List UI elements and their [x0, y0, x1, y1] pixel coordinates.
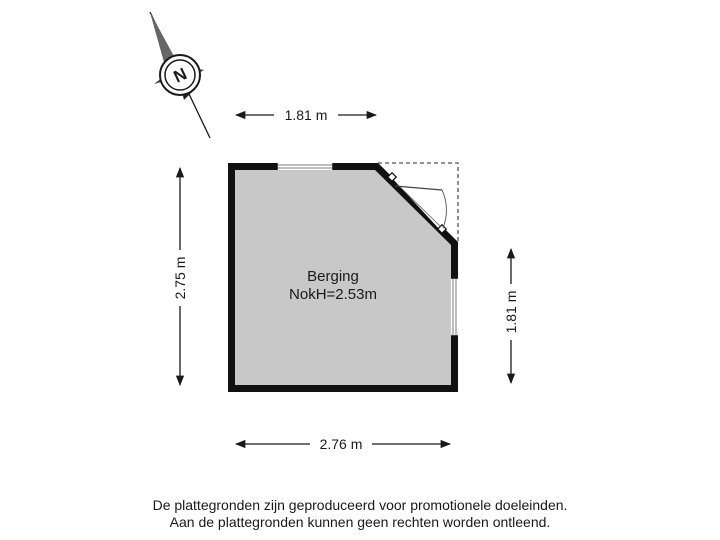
dimension-right: 1.81 m — [503, 247, 519, 385]
dimension-left-label: 2.75 m — [172, 257, 188, 300]
window-right — [451, 277, 458, 337]
dimension-top-label: 1.81 m — [285, 107, 328, 123]
room-name-label: Berging — [307, 268, 359, 285]
dashed-outline — [378, 162, 459, 242]
window-top — [276, 163, 334, 170]
dimension-bottom: 2.76 m — [234, 436, 452, 452]
dimension-right-label: 1.81 m — [503, 291, 519, 334]
compass-rose-icon: N — [149, 11, 211, 139]
room-floor — [228, 163, 458, 392]
disclaimer-line-2: Aan de plattegronden kunnen geen rechten… — [169, 514, 551, 530]
dimension-left: 2.75 m — [172, 166, 188, 387]
door — [386, 171, 448, 235]
disclaimer-line-1: De plattegronden zijn geproduceerd voor … — [152, 497, 568, 513]
dimension-bottom-label: 2.76 m — [320, 436, 363, 452]
room-height-label: NokH=2.53m — [289, 286, 377, 303]
dimension-top: 1.81 m — [234, 107, 378, 123]
